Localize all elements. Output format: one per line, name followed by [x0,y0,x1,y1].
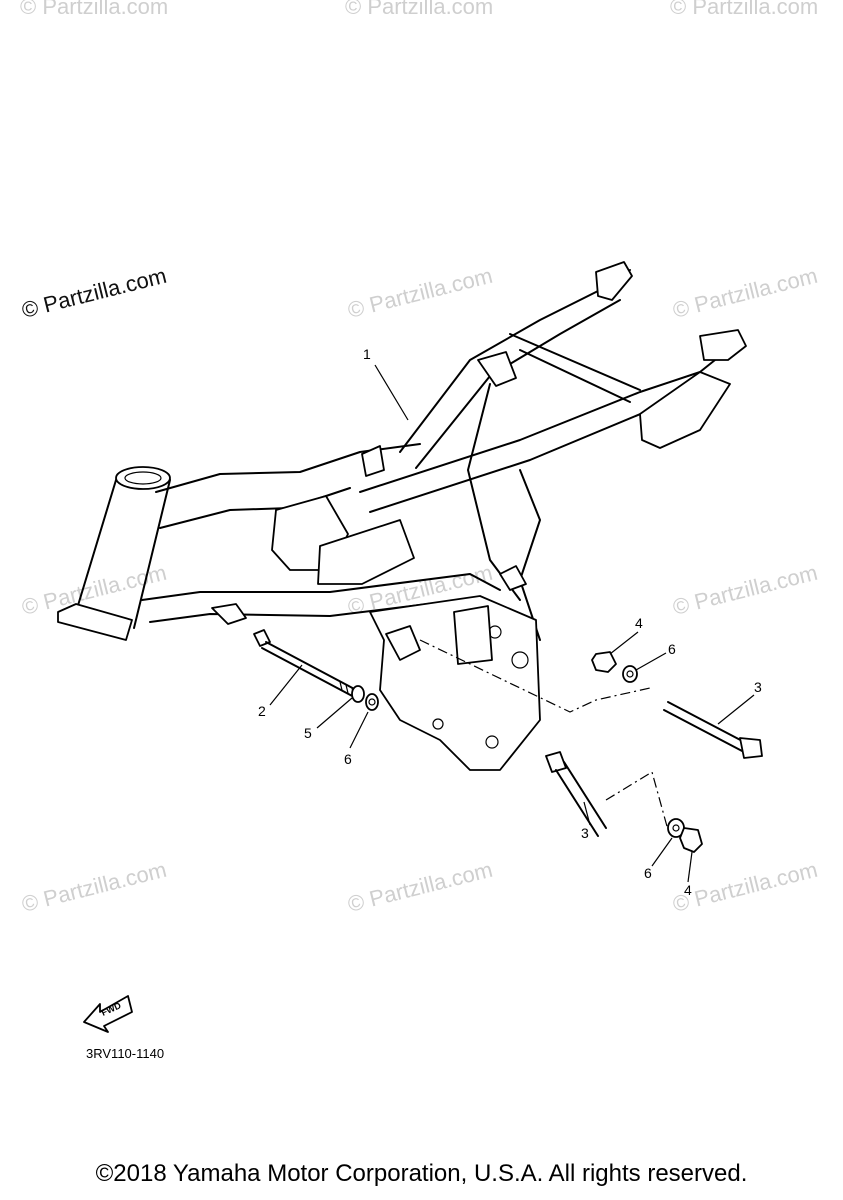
bolt-3-upper-drawing [663,701,763,759]
leader-lines [269,364,755,883]
callout-6-left: 6 [344,751,352,767]
washer-5-drawing [351,685,365,703]
watermark-main: © Partzilla.com [19,263,169,323]
seat-mount-center [361,445,385,477]
leader-4-upper [609,631,639,655]
copyright-notice: ©2018 Yamaha Motor Corporation, U.S.A. A… [95,1160,748,1187]
callout-4-upper: 4 [635,615,643,631]
callouts: 1 2 5 6 4 6 3 3 6 4 [258,346,762,898]
watermark-top-center: © Partzilla.com [345,0,493,19]
callout-6-upper: 6 [668,641,676,657]
watermarks: © Partzilla.com © Partzilla.com © Partzi… [19,0,820,917]
engine-mount-center [317,519,415,585]
leader-4-lower [687,851,693,883]
hardware [253,629,763,853]
nut-4-lower-drawing [679,827,703,853]
watermark-row3-right: © Partzilla.com [670,857,820,917]
leader-5 [316,697,353,729]
callout-1: 1 [363,346,371,362]
bolt-3-lower-drawing [545,751,607,837]
lower-tab [211,603,247,625]
callout-3-upper: 3 [754,679,762,695]
centerline-upper [419,639,651,713]
watermark-top-left: © Partzilla.com [20,0,168,19]
side-plate [639,371,731,449]
pivot-boss [453,605,493,665]
rear-tab [499,565,527,591]
forward-arrow-icon [83,995,133,1033]
callout-5: 5 [304,725,312,741]
callout-4-lower: 4 [684,882,692,898]
watermark-row2-right: © Partzilla.com [670,560,820,620]
leader-1 [374,364,409,421]
leader-3-lower [583,801,591,826]
leader-3-upper [717,694,755,725]
callout-2: 2 [258,703,266,719]
leader-6-upper [635,652,667,671]
cross-member [509,333,641,403]
watermark-row3-center: © Partzilla.com [345,857,495,917]
pivot-clamp [385,625,421,661]
watermark-row1-right: © Partzilla.com [670,263,820,323]
forward-arrow: FWD [83,995,133,1033]
callout-6-lower: 6 [644,865,652,881]
seat-mount-left [477,351,517,387]
centerline-lower [605,771,669,831]
frame-illustration [57,261,747,771]
nut-4-upper-drawing [591,651,617,673]
watermark-top-right: © Partzilla.com [670,0,818,19]
rear-bracket-lower [699,329,747,361]
leader-6-lower [651,837,673,867]
rear-bracket-upper [595,261,633,301]
washer-6-upper-drawing [622,665,638,683]
watermark-row1-center: © Partzilla.com [345,263,495,323]
leader-6-left [349,711,369,749]
steering-head-tube [57,466,171,641]
watermark-row3-left: © Partzilla.com [19,857,169,917]
washer-6-left-drawing [365,693,379,711]
callout-3-lower: 3 [581,825,589,841]
bolt-2-drawing [253,629,361,699]
diagram-code: 3RV110-1140 [86,1046,164,1061]
leader-2 [269,664,303,706]
